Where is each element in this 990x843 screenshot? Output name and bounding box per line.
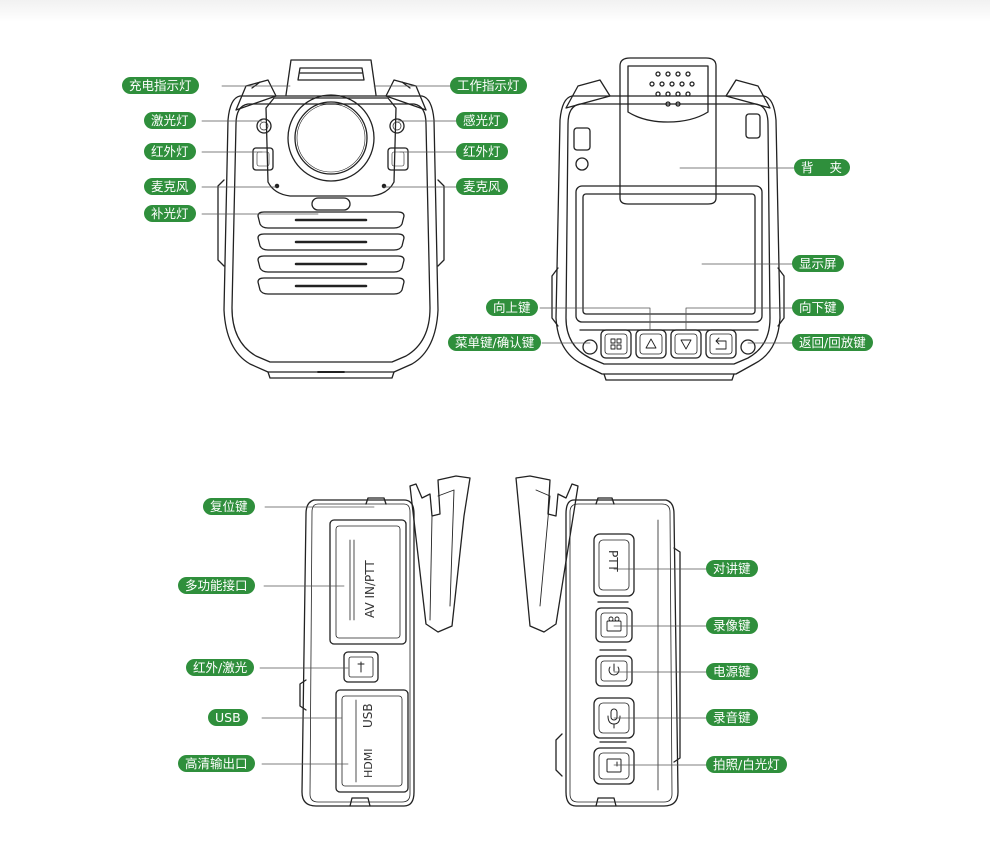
label-menu-key: 菜单键/确认键 [448, 334, 542, 351]
label-hdmi-out: 高清输出口 [178, 755, 255, 772]
label-ptt-key: 对讲键 [706, 560, 758, 577]
power-icon [608, 663, 620, 676]
top-band [0, 0, 990, 22]
down-triangle-icon [680, 339, 692, 350]
left-side-view [299, 475, 471, 807]
camera-icon [606, 616, 622, 632]
label-return-key: 返回/回放键 [792, 334, 873, 351]
label-reset-key: 复位键 [203, 498, 255, 515]
right-side-view [515, 475, 681, 807]
label-record-video-key: 录像键 [706, 617, 758, 634]
label-photo-light-key: 拍照/白光灯 [706, 756, 787, 773]
label-ir-light-left: 红外灯 [144, 143, 196, 160]
label-mic-right: 麦克风 [456, 178, 508, 195]
leader-lines [201, 85, 795, 766]
photo-icon [606, 758, 622, 773]
label-multi-port: 多功能接口 [178, 577, 255, 594]
label-work-indicator: 工作指示灯 [450, 77, 527, 94]
label-display: 显示屏 [792, 255, 844, 272]
label-down-key: 向下键 [792, 299, 844, 316]
ptt-key-text: PTT [606, 550, 620, 572]
label-power-key: 电源键 [706, 663, 758, 680]
port-text-hdmi: HDMI [362, 749, 375, 778]
label-ir-light-right: 红外灯 [456, 143, 508, 160]
label-usb: USB [208, 709, 248, 726]
menu-grid-icon [610, 338, 622, 350]
label-ir-laser: 红外/激光 [186, 659, 255, 676]
front-view [217, 59, 445, 379]
microphone-icon [607, 708, 621, 729]
label-back-clip: 背 夹 [794, 159, 850, 176]
label-fill-light: 补光灯 [144, 205, 196, 222]
label-up-key: 向上键 [486, 299, 538, 316]
return-arrow-icon [715, 337, 727, 350]
back-view [551, 57, 785, 381]
port-text-usb: USB [361, 703, 375, 728]
up-triangle-icon [645, 338, 657, 349]
label-light-sensor: 感光灯 [456, 112, 508, 129]
label-charge-indicator: 充电指示灯 [122, 77, 199, 94]
label-mic-left: 麦克风 [144, 178, 196, 195]
label-record-audio-key: 录音键 [706, 709, 758, 726]
port-text-av-in-ptt: AV IN/PTT [363, 560, 377, 618]
label-laser-light: 激光灯 [144, 112, 196, 129]
